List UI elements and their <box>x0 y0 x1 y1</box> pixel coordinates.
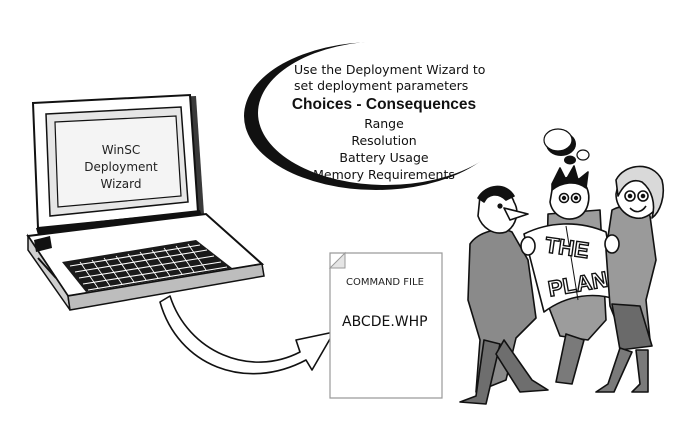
bubble-item-battery-usage: Battery Usage <box>339 150 429 165</box>
bubble-intro-line-2: set deployment parameters <box>294 78 469 93</box>
bubble-item-range: Range <box>364 116 404 131</box>
screen-line-1: WinSC <box>101 143 141 157</box>
speech-bubble <box>244 41 514 190</box>
laptop-screen <box>54 115 182 208</box>
bubble-intro-line-1: Use the Deployment Wizard to <box>294 62 486 77</box>
thought-bubbles <box>543 128 590 165</box>
document-filename: ABCDE.WHP <box>342 314 428 330</box>
document-header: COMMAND FILE <box>346 277 424 288</box>
people-with-plan-cartoon <box>459 165 665 405</box>
bubble-item-memory-requirements: Memory Requirements <box>313 167 455 182</box>
flow-arrow <box>159 295 335 375</box>
screen-line-2: Deployment Wizard <box>84 160 158 191</box>
bubble-text: Use the Deployment Wizard to set deploym… <box>264 62 504 183</box>
laptop-screen-text: WinSC Deployment Wizard <box>62 142 180 193</box>
bubble-item-resolution: Resolution <box>351 133 417 148</box>
bubble-body <box>258 41 514 185</box>
laptop-illustration <box>26 93 265 311</box>
bubble-headline: Choices - Consequences <box>291 96 477 113</box>
command-file-document <box>328 251 443 399</box>
